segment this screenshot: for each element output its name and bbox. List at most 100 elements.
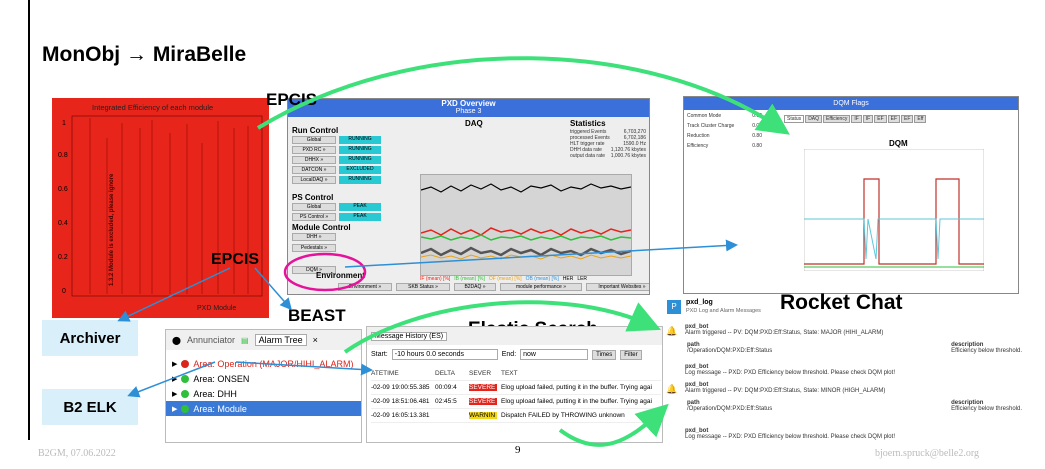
stat-label: output data rate	[570, 153, 606, 159]
archiver-callout: Archiver	[42, 320, 138, 356]
run-control-row: DHHX »RUNNING	[292, 156, 392, 164]
rocket-chat-panel: P pxd_log PXD Log and Alarm Messages 🔔 p…	[665, 298, 1035, 448]
tab-if-2[interactable]: IF	[862, 115, 874, 123]
pxd-overview-title: PXD Overview	[441, 99, 496, 108]
col-severity[interactable]: SEVER	[469, 370, 492, 377]
table-row[interactable]: -02-09 16:05:13.381 WARNIN Dispatch FAIL…	[371, 409, 661, 423]
tree-row-onsen[interactable]: ▶ Area: ONSEN	[166, 371, 361, 386]
legend-ler: LER	[577, 276, 588, 282]
dhh-button[interactable]: DHH »	[292, 233, 336, 241]
chat-fields: path/Operation/DQM:PXD:Eff:Status descri…	[665, 400, 1030, 412]
message-filter-row: Start: -10 hours 0.0 seconds End: now Ti…	[371, 349, 642, 360]
close-icon[interactable]: ×	[312, 335, 318, 345]
desc-label: description	[951, 400, 984, 406]
occupancy-chart-svg	[420, 175, 632, 275]
times-button[interactable]: Times	[592, 349, 617, 360]
end-input[interactable]: now	[520, 349, 589, 360]
table-row[interactable]: -02-09 18:51:06.481 02:45:5 SEVERE Elog …	[371, 395, 661, 409]
efficiency-plot-note: 1.3.2 Module is excluded, please ignore	[109, 173, 115, 286]
cell-time: -02-09 19:00:55.385	[371, 384, 430, 391]
col-text[interactable]: TEXT	[501, 370, 518, 377]
alarm-tree-panel: ⬤ Annunciator ▤ Alarm Tree × ▶Area: Oper…	[165, 329, 362, 443]
area-label: Area: ONSEN	[193, 373, 250, 384]
cell-delta: 02:45:5	[435, 398, 457, 405]
cell-time: -02-09 18:51:06.481	[371, 398, 430, 405]
expand-icon[interactable]: ▶	[172, 375, 178, 383]
message-history-tab: Message History (ES)	[367, 327, 662, 345]
run-control-row: PXD RC »RUNNING	[292, 146, 392, 154]
start-input[interactable]: -10 hours 0.0 seconds	[391, 349, 498, 360]
stat-value: 6,703,270	[623, 129, 646, 135]
ok-dot-icon	[181, 374, 190, 383]
tab-annunciator[interactable]: Annunciator	[186, 335, 235, 345]
module-performance-button[interactable]: module performance »	[500, 283, 582, 291]
legend-if: IF (mean) [%]	[420, 276, 451, 282]
footer-left: B2GM, 07.06.2022	[38, 448, 116, 459]
legend-her: HER	[562, 276, 574, 282]
environment-button[interactable]: Environment »	[338, 283, 392, 291]
b2-elk-callout: B2 ELK	[42, 389, 138, 425]
col-delta[interactable]: DELTA	[435, 370, 455, 377]
ytick-06: 0.6	[58, 186, 68, 193]
efficiency-plot-xlabel: PXD Module	[197, 305, 237, 312]
tab-if[interactable]: IF	[851, 115, 862, 123]
chat-text: Alarm triggered -- PV: DQM:PXD:Eff:Statu…	[685, 388, 886, 394]
filter-button[interactable]: Filter	[620, 349, 642, 360]
channel-subtitle: PXD Log and Alarm Messages	[686, 308, 761, 314]
expand-icon[interactable]: ▶	[172, 360, 178, 368]
chat-message: pxd_bot Log message -- PXD: PXD Efficien…	[665, 364, 1030, 376]
table-header: ATETIME DELTA SEVER TEXT	[371, 367, 661, 381]
chat-user: pxd_bot	[685, 324, 709, 330]
b2daq-button[interactable]: B2DAQ »	[454, 283, 496, 291]
message-history-tab-label[interactable]: Message History (ES)	[371, 331, 448, 341]
ps-global-button[interactable]: Global	[292, 203, 336, 211]
alarm-tree-list: ▶Area: Operation (MAJOR/HIHI_ALARM) ▶ Are…	[166, 356, 361, 416]
expand-icon[interactable]: ▶	[172, 405, 178, 413]
chat-text: Alarm triggered -- PV: DQM:PXD:Eff:Statu…	[685, 330, 884, 336]
datcon-button[interactable]: DATCON »	[292, 166, 336, 174]
tab-ef-3[interactable]: EF	[901, 115, 914, 123]
tree-row-operation[interactable]: ▶Area: Operation (MAJOR/HIHI_ALARM)	[166, 356, 361, 371]
path-label: path	[687, 400, 700, 406]
legend-ib: IB (mean) [%]	[454, 276, 485, 282]
tab-status[interactable]: Status	[784, 115, 805, 123]
tree-row-module[interactable]: ▶ Area: Module	[166, 401, 361, 416]
cell-severity: WARNIN	[469, 412, 497, 419]
run-control-global-button[interactable]: Global	[292, 136, 336, 144]
tab-ef[interactable]: EF	[874, 115, 887, 123]
ps-control-button[interactable]: PS Control »	[292, 213, 336, 221]
table-row[interactable]: -02-09 19:00:55.385 00:09:4 SEVERE Elog …	[371, 381, 661, 395]
tab-alarm-tree[interactable]: Alarm Tree	[254, 334, 307, 346]
dhhx-button[interactable]: DHHX »	[292, 156, 336, 164]
stat-value: 6,702,186	[623, 135, 646, 141]
channel-name[interactable]: pxd_log	[686, 299, 713, 306]
tab-daq[interactable]: DAQ	[805, 115, 823, 123]
slide-title: MonObj → MiraBelle	[42, 43, 247, 66]
dqm-cyan-trace	[804, 218, 984, 260]
cell-time: -02-09 16:05:13.381	[371, 412, 430, 419]
chat-user: pxd_bot	[685, 382, 709, 388]
skb-status-button[interactable]: SKB Status »	[396, 283, 450, 291]
pxd-rc-button[interactable]: PXD RC »	[292, 146, 336, 154]
important-websites-button[interactable]: Important Websites »	[586, 283, 649, 291]
tab-ef-2[interactable]: EF	[887, 115, 901, 123]
col-time[interactable]: ATETIME	[371, 370, 399, 377]
tree-row-dhh[interactable]: ▶ Area: DHH	[166, 386, 361, 401]
localdaq-button[interactable]: LocalDAQ »	[292, 176, 336, 184]
alarm-dot-icon	[181, 359, 190, 368]
tab-eff[interactable]: Eff	[914, 115, 927, 123]
area-label: Area: Module	[193, 403, 247, 414]
tab-efficiency[interactable]: Efficiency	[823, 115, 851, 123]
pedestals-button[interactable]: Pedestals »	[292, 244, 336, 252]
run-control-heading: Run Control	[292, 126, 339, 135]
expand-icon[interactable]: ▶	[172, 390, 178, 398]
area-label: Area: DHH	[193, 388, 237, 399]
